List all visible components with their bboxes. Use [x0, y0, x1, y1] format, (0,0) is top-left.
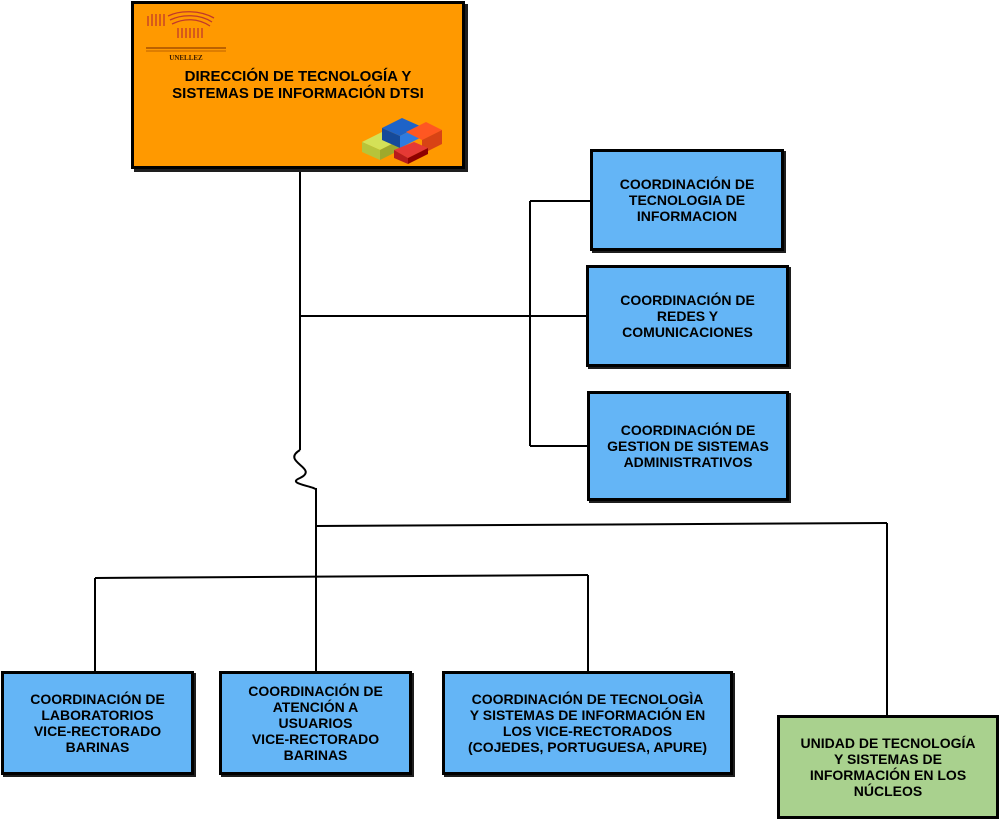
coordinacion-vicerrectorados-box: COORDINACIÓN DE TECNOLOGÌA Y SISTEMAS DE…: [442, 671, 733, 775]
unellez-logo: UNELLEZ: [146, 11, 226, 62]
trunk-crossover: [293, 449, 317, 491]
dtsi-cubes-logo: [362, 118, 442, 164]
logo-text: UNELLEZ: [169, 54, 203, 62]
coordinacion-redes-box: COORDINACIÓN DE REDES Y COMUNICACIONES: [586, 265, 789, 367]
direccion-box: UNELLEZ DIRECCIÓN DE TECNOLOGÍA Y SISTEM…: [131, 1, 465, 169]
unidad-nucleos-box: UNIDAD DE TECNOLOGÍA Y SISTEMAS DE INFOR…: [777, 715, 999, 819]
coordinacion-laboratorios-box: COORDINACIÓN DE LABORATORIOS VICE-RECTOR…: [1, 671, 194, 775]
coordinacion-gestion-sistemas-box: COORDINACIÓN DE GESTION DE SISTEMAS ADMI…: [587, 391, 789, 501]
coordinacion-atencion-usuarios-box: COORDINACIÓN DE ATENCIÓN A USUARIOS VICE…: [219, 671, 412, 775]
coordinacion-tecnologia-informacion-box: COORDINACIÓN DE TECNOLOGIA DE INFORMACIO…: [590, 149, 784, 251]
bottom-bus: [315, 522, 888, 527]
direccion-title: DIRECCIÓN DE TECNOLOGÍA Y SISTEMAS DE IN…: [172, 68, 424, 102]
lower-bus: [94, 574, 589, 579]
